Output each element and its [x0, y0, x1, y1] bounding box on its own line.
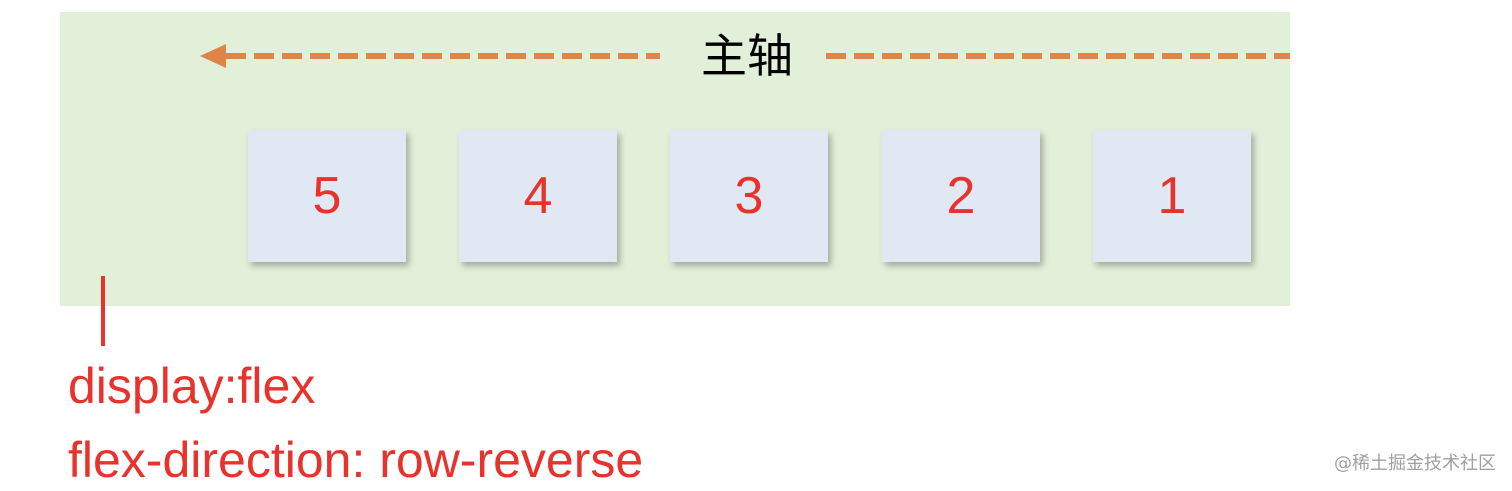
main-axis-label: 主轴 [701, 29, 793, 83]
container-pointer-line [101, 276, 105, 346]
flex-item-5: 5 [248, 130, 406, 262]
flex-item-3: 3 [670, 130, 828, 262]
code-display-flex: display:flex [68, 358, 316, 414]
code-flex-direction: flex-direction: row-reverse [68, 432, 644, 488]
flex-item-4: 4 [459, 130, 617, 262]
flex-item-2: 2 [882, 130, 1040, 262]
flex-item-1: 1 [1093, 130, 1251, 262]
watermark: @稀土掘金技术社区 [1334, 453, 1496, 474]
